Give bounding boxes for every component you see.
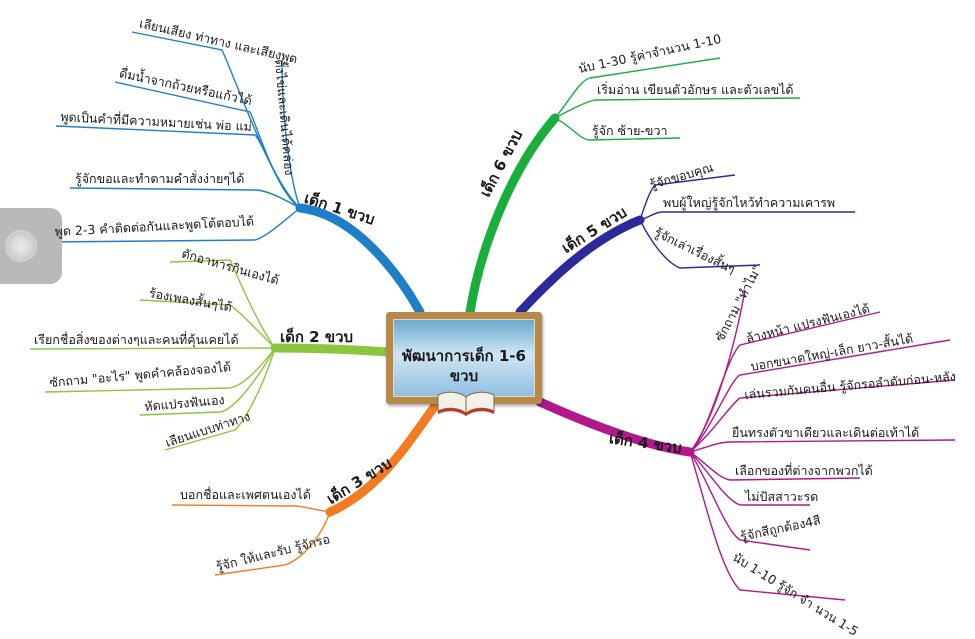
sub-line-age1-5: [281, 59, 301, 209]
sub-line-age2-1: [139, 299, 276, 349]
main-branch-age4: [535, 397, 695, 457]
sub-line-age4-7: [689, 451, 811, 551]
sub-line-age2-3: [44, 347, 276, 393]
sub-line-age1-3: [69, 187, 301, 209]
age6-item-1[interactable]: เริ่มอ่าน เขียนตัวอักษร และตัวเลขได้: [597, 82, 794, 97]
sub-line-age6-2: [554, 117, 681, 141]
sub-line-age3-0: [171, 504, 331, 513]
sub-line-age5-2: [639, 219, 761, 269]
handle-knob-icon[interactable]: [5, 230, 37, 262]
main-branch-age1: [295, 203, 425, 317]
main-branch-age5: [515, 215, 645, 317]
center-title: พัฒนาการเด็ก 1-6 ขวบ: [402, 347, 526, 385]
sub-line-age4-4: [689, 439, 956, 453]
sub-line-age2-0: [169, 259, 276, 349]
main-branch-age6: [465, 113, 560, 317]
sub-line-age4-5: [689, 451, 861, 481]
sub-line-age4-6: [689, 451, 810, 506]
open-book-icon: [437, 391, 495, 416]
sub-line-age1-4: [49, 207, 301, 243]
sub-line-age5-1: [639, 211, 855, 221]
sub-line-age2-4: [139, 347, 276, 416]
sub-line-age1-2: [55, 125, 301, 209]
age3-item-0[interactable]: บอกชื่อและเพศตนเองได้: [180, 487, 311, 502]
sub-line-age6-0: [554, 57, 721, 119]
sub-line-age4-8: [689, 451, 846, 601]
age4-item-6[interactable]: ไม่ปัสสาวะรด: [745, 489, 819, 504]
sub-line-age1-0: [131, 31, 301, 209]
sub-line-age2-2: [29, 347, 276, 350]
sub-line-age4-2: [689, 339, 951, 453]
age6-item-2[interactable]: รู้จัก ซ้าย-ขวา: [592, 123, 668, 138]
side-drawer-handle[interactable]: [0, 208, 62, 284]
branch-label-age2[interactable]: เด็ก 2 ขวบ: [280, 328, 354, 346]
center-node[interactable]: พัฒนาการเด็ก 1-6 ขวบ: [386, 312, 542, 404]
sub-line-age6-1: [554, 97, 801, 119]
age4-item-4[interactable]: ยืนทรงตัวขาเดียวและเดินต่อเท้าได้: [732, 425, 920, 440]
center-board: พัฒนาการเด็ก 1-6 ขวบ: [393, 319, 535, 397]
age5-item-1[interactable]: พบผู้ใหญ่รู้จักไหว้ทำความเคารพ: [663, 195, 836, 210]
sub-line-age4-1: [689, 311, 881, 453]
age4-item-5[interactable]: เลือกของที่ต่างจากพวกได้: [735, 463, 873, 478]
main-branch-age3: [325, 398, 442, 517]
age1-item-3[interactable]: รู้จักขอและทำตามคำสั่งง่ายๆได้: [75, 171, 245, 186]
main-branch-age2: [270, 343, 393, 357]
sub-line-age2-5: [164, 347, 276, 451]
sub-line-age3-1: [214, 511, 331, 576]
sub-line-age4-3: [689, 379, 956, 453]
age2-item-2[interactable]: เรียกชื่อสิ่งของต่างๆและคนที่คุ้นเคยได้: [34, 332, 239, 347]
sub-line-age5-0: [639, 174, 736, 221]
